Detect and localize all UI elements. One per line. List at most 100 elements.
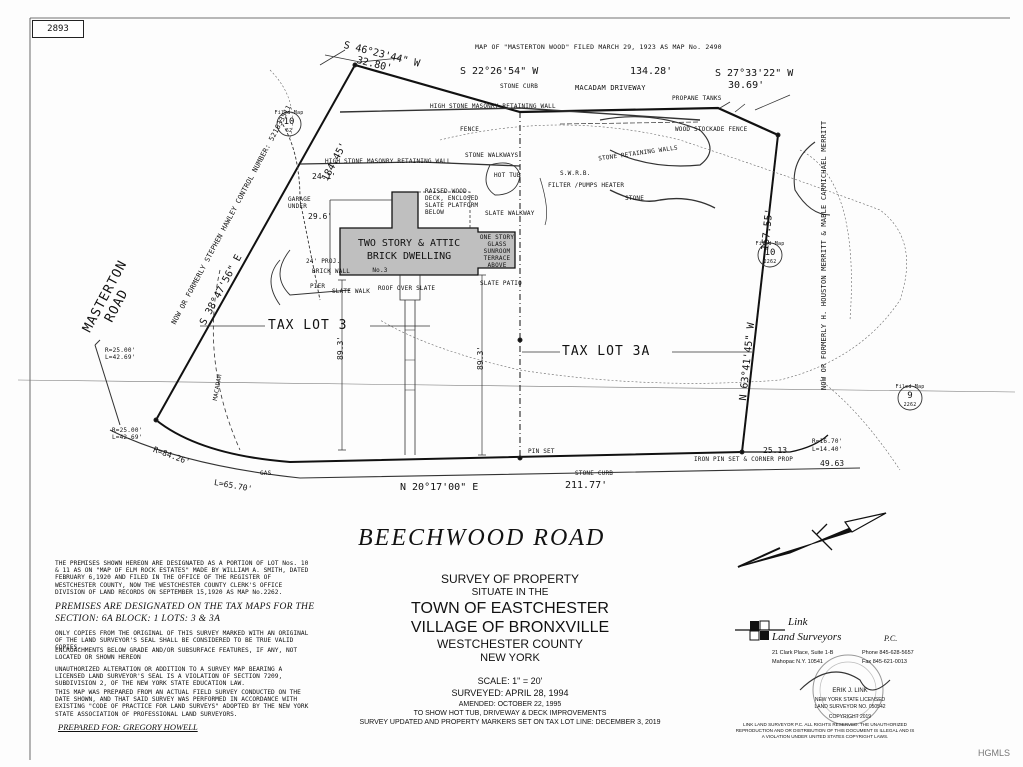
tax-lot-3a: TAX LOT 3A — [562, 344, 651, 359]
north-arrow-icon — [737, 512, 887, 568]
propane-label: PROPANE TANKS — [672, 95, 722, 102]
curve-nw-a: R=25.00' — [105, 347, 136, 354]
prepared-for: PREPARED FOR: GREGORY HOWELL — [58, 722, 198, 732]
curve-se: R=16.70' — [812, 438, 843, 445]
garage-dimension: 24.1' — [312, 172, 337, 181]
title-scale: SCALE: 1" = 20' — [477, 676, 543, 686]
firm-city: Mahopac N.Y. 10541 — [772, 659, 823, 665]
firm-name-1: Link — [788, 616, 808, 628]
title-surveyed: SURVEYED: APRIL 28, 1994 — [451, 688, 569, 698]
fence-label: FENCE — [460, 126, 480, 133]
curve-se-length: L=14.40' — [812, 446, 843, 453]
firm-address: 21 Clark Place, Suite 1-B — [772, 650, 834, 656]
title-state: NEW YORK — [480, 652, 540, 664]
sunroom-label-4: TERRACE — [483, 255, 511, 262]
filed-map-c: Filed Map — [895, 384, 925, 390]
retaining-wall-top: HIGH STONE MASONRY RETAINING WALL — [430, 103, 556, 110]
firm-license-2: LAND SURVEYOR NO. 050542 — [814, 704, 886, 710]
bearing-south: N 20°17'00" E — [400, 482, 479, 493]
note-field-survey: THIS MAP WAS PREPARED FROM AN ACTUAL FIE… — [55, 689, 309, 718]
stone-curb-top: STONE CURB — [500, 83, 539, 90]
firm-license-1: NEW YORK STATE LICENSED — [814, 697, 886, 703]
filed-map-c-sub: 2262 — [903, 402, 917, 408]
building-label: TWO STORY & ATTIC — [357, 238, 461, 249]
title-village: VILLAGE OF BRONXVILLE — [410, 619, 610, 636]
filed-map-a-sub: 62 — [285, 128, 293, 134]
title-town: TOWN OF EASTCHESTER — [411, 600, 609, 617]
porch-dimension: 24' PROJ. — [306, 258, 341, 265]
title-amended: AMENDED: OCTOBER 22, 1995 — [458, 701, 562, 708]
map-reference: MAP OF "MASTERTON WOOD" FILED MARCH 29, … — [475, 43, 722, 51]
title-survey-of: SURVEY OF PROPERTY — [440, 572, 580, 586]
hot-tub-label: HOT TUB — [494, 172, 521, 179]
sunroom-label-5: ABOVE — [487, 262, 507, 269]
filed-map-a: Filed Map — [274, 110, 304, 116]
offset-left: 89.3' — [336, 335, 345, 360]
garage-label: GARAGE UNDER — [288, 196, 311, 210]
macadam-driveway: MACADAM DRIVEWAY — [575, 84, 646, 92]
iron-pin-label: IRON PIN SET & CORNER PROP — [694, 456, 794, 463]
firm-phone: Phone 845-628-5657 — [862, 650, 914, 656]
title-situate: SITUATE IN THE — [471, 587, 549, 598]
patio-label: SLATE PATIO — [480, 280, 522, 287]
firm-name-2: Land Surveyors — [772, 631, 842, 643]
curve-nw-b: R=25.00' — [112, 427, 143, 434]
filed-map-a-num: 10 — [283, 117, 295, 127]
firm-fax: Fax 845-621-0013 — [862, 659, 907, 665]
wood-stockade-label: WOOD STOCKADE FENCE — [675, 126, 748, 133]
distance-top-mid: 134.28' — [630, 66, 673, 77]
brick-wall-label: BRICK WALL — [312, 268, 351, 275]
gas-label: GAS — [260, 470, 272, 477]
firm-rights: LINK LAND SURVEYOR P.C. ALL RIGHTS RESER… — [735, 722, 915, 739]
distance-se-a: 25.13 — [763, 446, 788, 455]
roof-over-label: ROOF OVER SLATE — [378, 285, 436, 292]
offset-right: 89.3' — [476, 345, 485, 370]
sunroom-label-2: GLASS — [487, 241, 507, 248]
pier-label: PIER — [310, 283, 326, 290]
filed-map-b-num: 10 — [764, 248, 776, 258]
distance-south: 211.77' — [565, 480, 608, 491]
beechwood-road-label: BEECHWOOD ROAD — [358, 525, 606, 551]
building-label-2: BRICK DWELLING — [366, 251, 452, 262]
swrb-label: S.W.R.B. — [560, 170, 591, 177]
firm-name-pc: P.C. — [884, 634, 898, 643]
walkway-label: SLATE WALKWAY — [485, 210, 535, 217]
filed-map-c-num: 9 — [907, 391, 913, 401]
pin-set-label: PIN SET — [528, 448, 555, 455]
sheet-number: 2893 — [32, 20, 84, 38]
note-premises: THE PREMISES SHOWN HEREON ARE DESIGNATED… — [55, 560, 309, 596]
stone-curb-bottom: STONE CURB — [575, 470, 614, 477]
filed-map-b: Filed Map — [755, 241, 785, 247]
bearing-top-right: S 27°33'22" W — [715, 68, 794, 79]
curve-nw-b-length: L=42.69' — [112, 434, 143, 441]
distance-top-right: 30.69' — [728, 80, 765, 91]
sunroom-label-1: ONE STORY — [479, 234, 515, 241]
title-county: WESTCHESTER COUNTY — [436, 637, 583, 651]
bearing-top-mid: S 22°26'54" W — [460, 66, 539, 77]
watermark-text: HGMLS — [978, 748, 1011, 758]
filter-label: FILTER /PUMPS HEATER — [548, 182, 625, 189]
surveyor-seal-icon — [799, 654, 891, 726]
note-tax-designation: PREMISES ARE DESIGNATED ON THE TAX MAPS … — [55, 602, 315, 612]
note-copies: ONLY COPIES FROM THE ORIGINAL OF THIS SU… — [55, 630, 309, 652]
title-amended-2: TO SHOW HOT TUB, DRIVEWAY & DECK IMPROVE… — [413, 710, 607, 717]
curve-nw-a-length: L=42.69' — [105, 354, 136, 361]
title-updated: SURVEY UPDATED AND PROPERTY MARKERS SET … — [359, 719, 661, 726]
firm-logo-icon — [735, 620, 785, 641]
sunroom-label-3: SUNROOM — [483, 248, 511, 255]
side-dimension: 29.6' — [308, 212, 333, 221]
note-encroachments: ENCROACHMENTS BELOW GRADE AND/OR SUBSURF… — [55, 647, 298, 662]
wood-deck-label: RAISED WOOD DECK, ENCLOSED SLATE PLATFOR… — [425, 188, 479, 216]
stone-wall: STONE — [625, 195, 645, 202]
building-number: No.3 — [372, 267, 388, 274]
note-unauthorized: UNAUTHORIZED ALTERATION OR ADDITION TO A… — [55, 666, 283, 688]
stone-walkways-label: STONE WALKWAYS — [465, 152, 519, 159]
firm-signer: ERIK J. LINK — [832, 688, 868, 694]
filed-map-b-sub: 2262 — [763, 259, 777, 265]
retaining-wall-mid: HIGH STONE MASONRY RETAINING WALL — [325, 158, 451, 165]
distance-se-b: 49.63 — [820, 459, 845, 468]
tax-lot-3: TAX LOT 3 — [268, 318, 348, 333]
neighbor-right: NOW OR FORMERLY H. HOUSTON MERRITT & MAB… — [820, 120, 828, 390]
